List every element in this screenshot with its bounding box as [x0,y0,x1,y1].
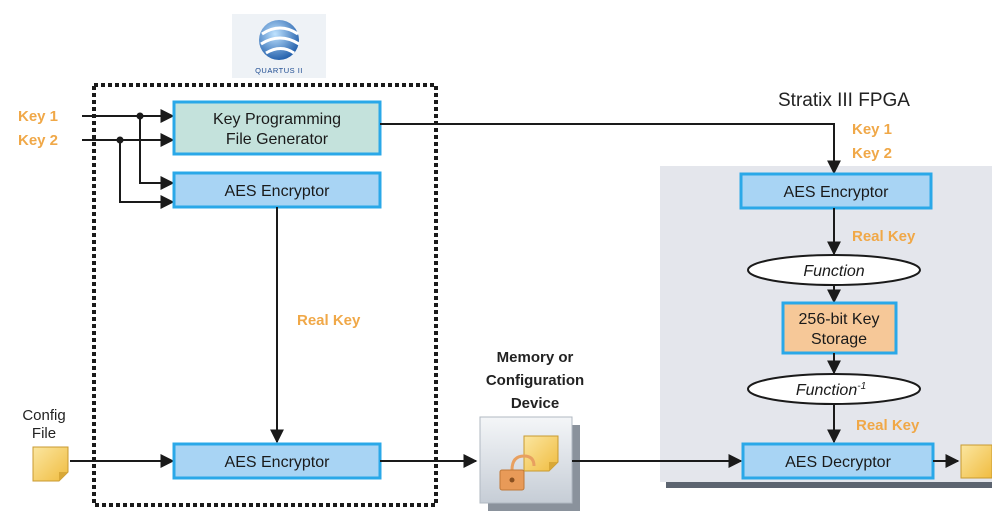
memory-device-icon [479,416,580,511]
fpga-real-key-2-label: Real Key [856,417,920,434]
function-label: Function [803,263,864,280]
kpfg-to-fpga-wire [380,123,841,175]
kpfg-line1: Key Programming [213,111,341,128]
fpga-aes-encryptor-label: AES Encryptor [784,184,890,201]
quartus-logo: QUARTUS II [232,14,326,78]
key-storage-line1: 256-bit Key [799,311,880,328]
function-node: Function [747,254,921,286]
fpga-key1-label: Key 1 [852,121,892,138]
aes-encryptor-bottom-box: AES Encryptor [172,442,382,480]
output-file-icon [960,444,992,479]
config-file-icon [32,446,69,482]
function-inverse-label: Function-1 [796,381,866,399]
junction-dot [116,136,124,144]
aes-encryptor-top-box: AES Encryptor [172,171,382,209]
key-storage-line2: Storage [811,331,867,348]
aes-encryptor-bottom-label: AES Encryptor [225,454,331,471]
aes-decryptor-box: AES Decryptor [741,442,935,480]
config-file-label-1: Config [22,407,65,424]
fpga-key2-label: Key 2 [852,145,892,162]
quartus-logo-text: QUARTUS II [255,66,303,75]
function-inverse-node: Function-1 [747,373,921,405]
function-inverse-text: Function [796,382,857,399]
fpga-real-key-1-label: Real Key [852,228,916,245]
key-wires [82,109,175,209]
kpfg-box: Key Programming File Generator [172,100,382,156]
key-storage-box: 256-bit Key Storage [781,301,898,355]
aes-encryptor-top-label: AES Encryptor [225,183,331,200]
config-file-label-2: File [32,425,56,442]
kpfg-line2: File Generator [226,131,329,148]
aes-decryptor-label: AES Decryptor [785,454,891,471]
junction-dot [136,112,144,120]
memory-label-1: Memory or [497,349,574,366]
function-inverse-superscript: -1 [857,381,866,392]
real-key-quartus-label: Real Key [297,312,361,329]
fpga-title: Stratix III FPGA [778,90,910,111]
memory-label-2: Configuration [486,372,584,389]
quartus-boundary [92,83,438,507]
fpga-aes-encryptor-box: AES Encryptor [739,172,933,210]
key1-label: Key 1 [18,108,58,125]
memory-label-3: Device [511,395,559,412]
key2-label: Key 2 [18,132,58,149]
